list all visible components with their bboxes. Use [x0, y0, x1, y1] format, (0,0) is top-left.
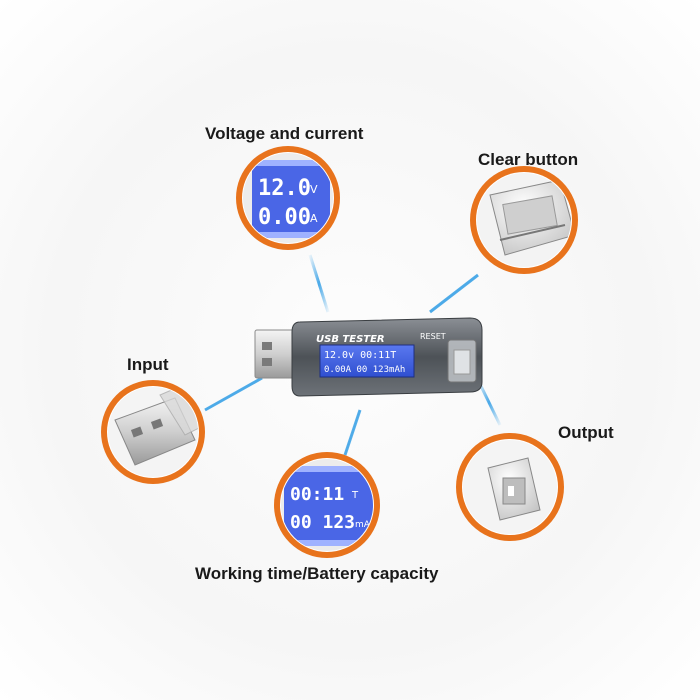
svg-text:00:11: 00:11	[290, 484, 344, 505]
brand-label: USB TESTER	[316, 334, 385, 345]
svg-text:12.0: 12.0	[258, 176, 311, 201]
svg-text:V: V	[310, 183, 318, 196]
label-output: Output	[558, 423, 614, 442]
label-input: Input	[127, 355, 169, 374]
callout-output	[456, 433, 564, 541]
connector-line-input	[204, 376, 263, 412]
lcd-row-1: 12.0v 00:11T	[324, 350, 396, 361]
usb-tester-device: USB TESTER RESET 12.0v 00:11T 0.00A 00 1…	[254, 317, 483, 397]
svg-text:mAh: mAh	[355, 520, 376, 530]
svg-text:T: T	[351, 490, 359, 501]
label-voltage-current: Voltage and current	[205, 124, 364, 143]
label-clear-button: Clear button	[478, 150, 579, 169]
callout-input	[101, 380, 205, 484]
svg-text:00 123: 00 123	[290, 512, 355, 533]
callout-clear-button	[470, 166, 578, 274]
connector-line-clear	[429, 273, 479, 314]
reset-label: RESET	[420, 332, 446, 341]
connector-line-time	[343, 409, 362, 456]
connector-line-output	[476, 379, 502, 426]
label-working-time: Working time/Battery capacity	[195, 564, 439, 583]
callout-voltage-current: 12.0 V 0.00 A	[236, 146, 340, 250]
lcd-row-2: 0.00A 00 123mAh	[324, 365, 405, 375]
svg-text:A: A	[310, 212, 318, 225]
svg-text:0.00: 0.00	[258, 205, 311, 230]
connector-line-voltage	[308, 254, 330, 313]
callout-working-time: 00:11 T 00 123 mAh	[274, 452, 380, 558]
